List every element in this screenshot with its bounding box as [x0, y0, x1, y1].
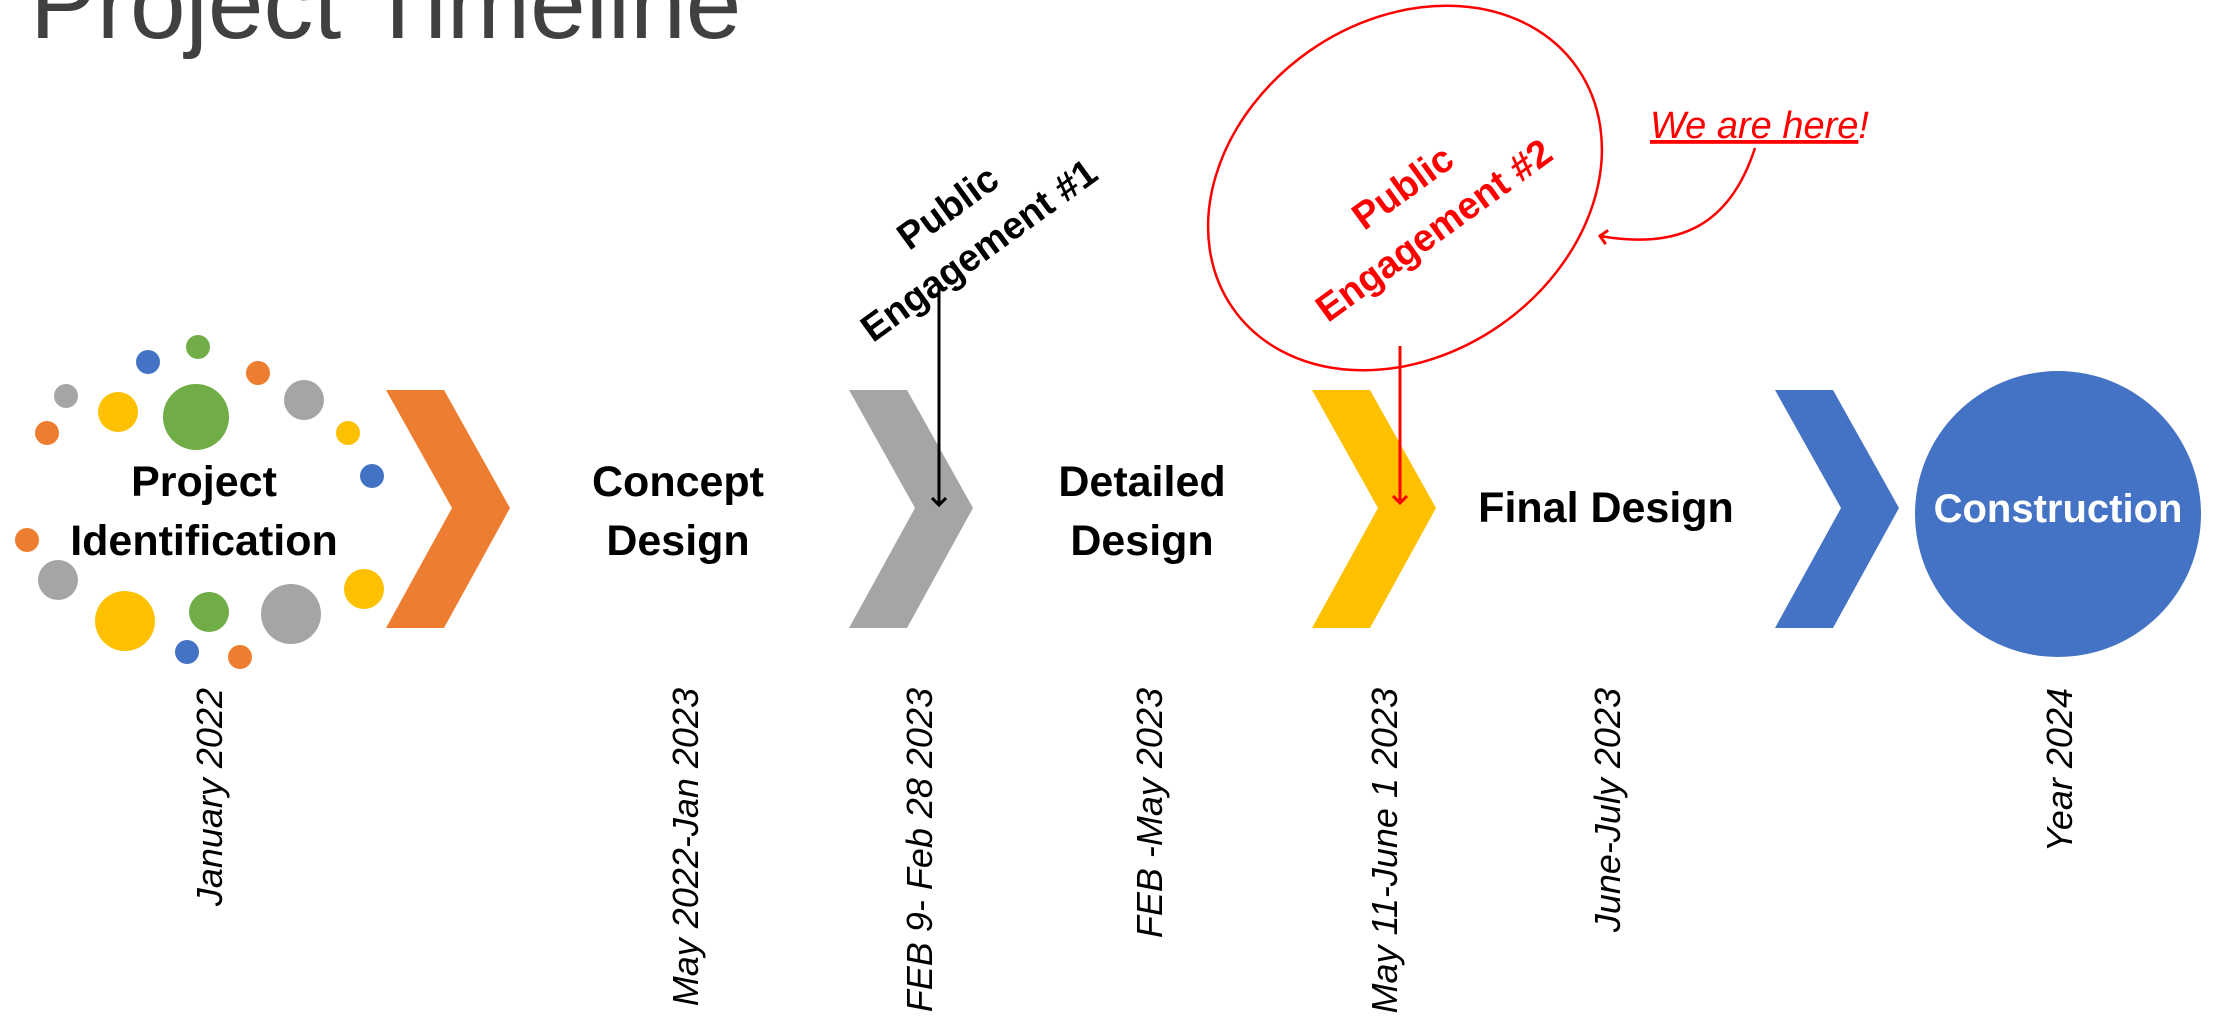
stage-identification-line2: Identification [70, 517, 338, 565]
date-detailed: FEB -May 2023 [1129, 688, 1170, 938]
chevron-blue-icon [1775, 390, 1899, 628]
stage-final-label: Final Design [1478, 484, 1734, 532]
date-final: June-July 2023 [1587, 688, 1628, 933]
identification-dots [15, 335, 384, 669]
stage-concept-line2: Design [606, 517, 749, 565]
stage-concept-line1: Concept [592, 458, 764, 506]
date-construction: Year 2024 [2039, 688, 2080, 852]
stage-construction-label: Construction [1934, 487, 2183, 531]
construction-circle [1915, 371, 2201, 657]
date-engagement-1: FEB 9- Feb 28 2023 [899, 688, 940, 1012]
engagement-2-label: Public Engagement #2 [1308, 131, 1560, 330]
date-engagement-2: May 11-June 1 2023 [1364, 688, 1405, 1014]
date-identification: January 2022 [189, 688, 230, 907]
date-concept: May 2022-Jan 2023 [665, 688, 706, 1006]
stage-detailed-line2: Design [1070, 517, 1213, 565]
engagement-2-ellipse [1206, 4, 1604, 372]
callout-curve-arrow [1600, 147, 1757, 240]
stage-detailed-line1: Detailed [1058, 458, 1225, 506]
callout-we-are-here: We are here! [1650, 105, 1869, 147]
chevron-yellow-icon [1312, 390, 1436, 628]
stage-identification-line1: Project [131, 458, 277, 506]
chevron-gray-icon [849, 390, 973, 628]
chevron-orange-icon [386, 390, 510, 628]
page-title: Project Timeline [30, 0, 741, 60]
engagement-1-label: Public Engagement #1 [853, 151, 1105, 350]
